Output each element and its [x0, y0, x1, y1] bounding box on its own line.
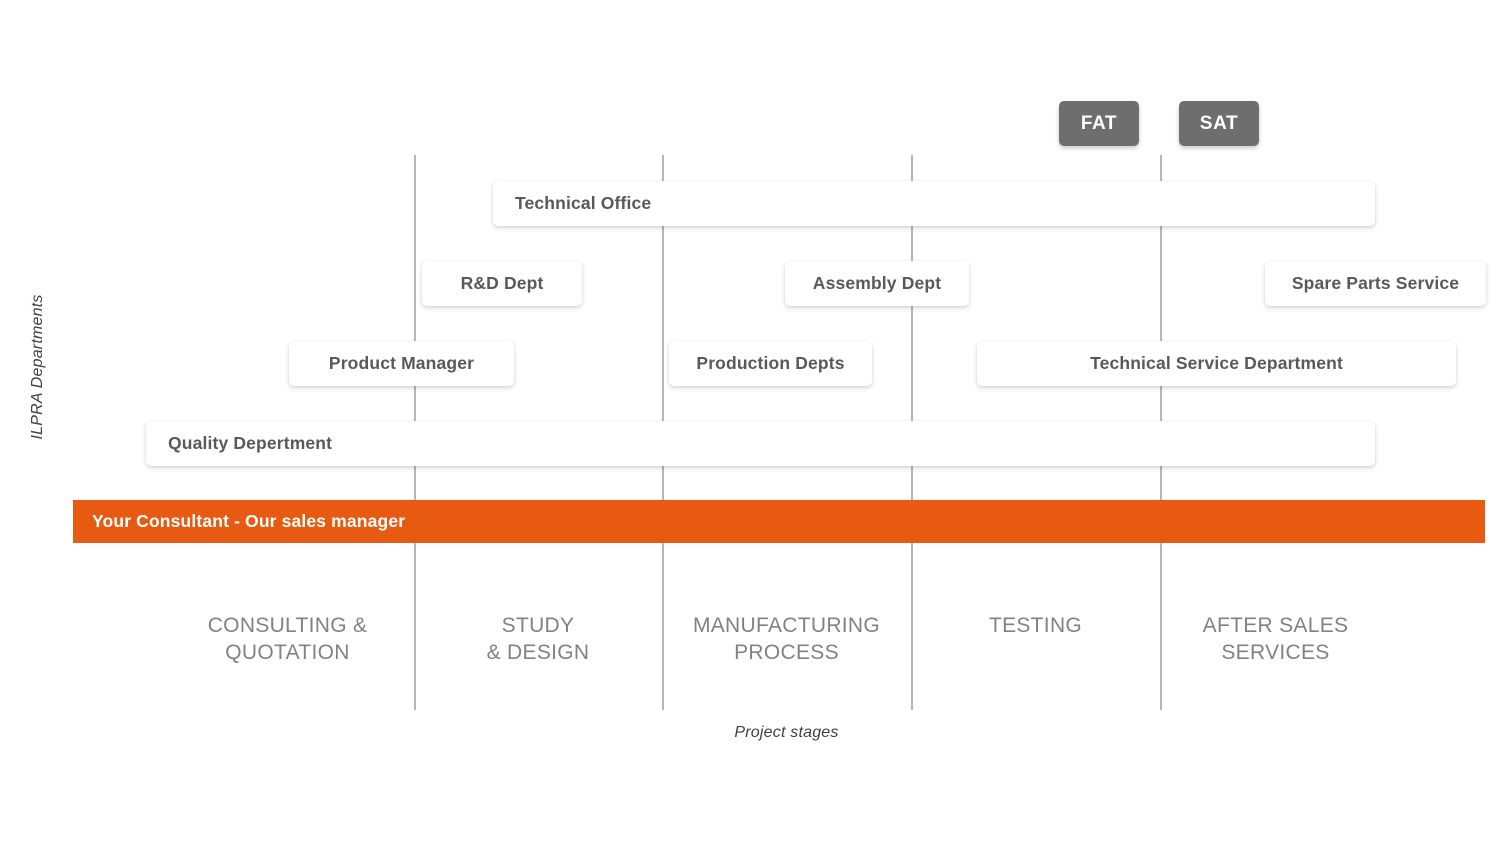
stage-label-line: AFTER SALES [1202, 614, 1349, 637]
department-card-technical-service-department[interactable]: Technical Service Department [977, 341, 1456, 386]
department-card-r-d-dept[interactable]: R&D Dept [422, 261, 582, 306]
stage-label-line: & DESIGN [486, 641, 590, 664]
department-card-spare-parts-service[interactable]: Spare Parts Service [1265, 261, 1486, 306]
stage-label-line: QUOTATION [225, 641, 350, 664]
stage-label-2: STUDY & DESIGN [414, 612, 662, 666]
milestone-chip-fat[interactable]: FAT [1059, 101, 1139, 146]
stage-label-5: AFTER SALES SERVICES [1160, 612, 1391, 666]
department-card-product-manager[interactable]: Product Manager [289, 341, 514, 386]
stage-label-line: MANUFACTURING [692, 614, 881, 637]
milestone-chip-sat[interactable]: SAT [1179, 101, 1259, 146]
x-axis-label: Project stages [734, 724, 839, 741]
stage-label-line: CONSULTING & [207, 614, 368, 637]
stage-label-line: PROCESS [734, 641, 839, 664]
stage-label-1: CONSULTING & QUOTATION [160, 612, 415, 666]
y-axis-label: ILPRA Departments [29, 294, 46, 440]
department-card-production-depts[interactable]: Production Depts [669, 341, 872, 386]
stage-label-4: TESTING [911, 612, 1160, 639]
department-card-quality-depertment[interactable]: Quality Depertment [146, 421, 1375, 466]
department-card-technical-office[interactable]: Technical Office [493, 181, 1375, 226]
stage-label-line: TESTING [988, 614, 1083, 637]
stage-label-3: MANUFACTURING PROCESS [662, 612, 911, 666]
consultant-band[interactable]: Your Consultant - Our sales manager [73, 500, 1485, 543]
stage-label-line: SERVICES [1221, 641, 1330, 664]
department-card-assembly-dept[interactable]: Assembly Dept [785, 261, 969, 306]
stage-label-line: STUDY [501, 614, 575, 637]
